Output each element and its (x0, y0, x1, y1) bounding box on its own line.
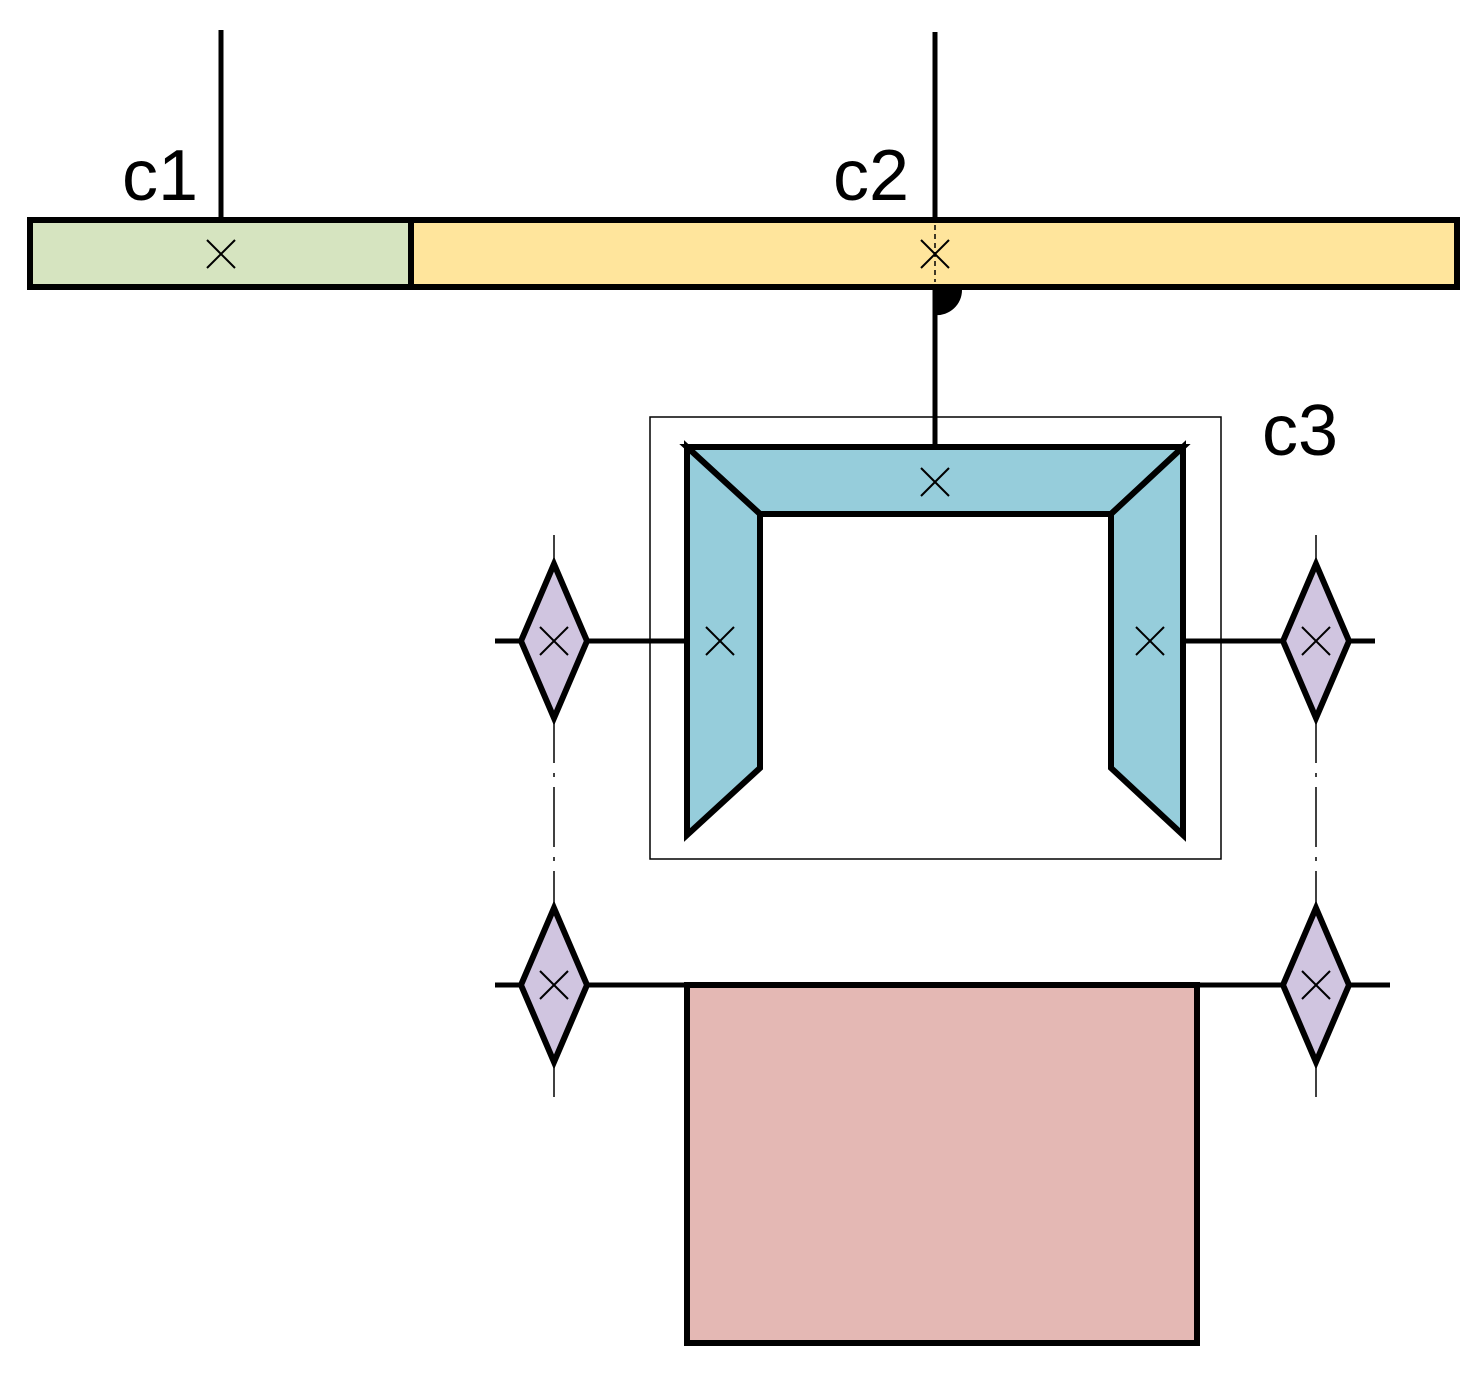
cross-mark-c3-top (920, 467, 950, 497)
frame-c3-top (679, 444, 1191, 517)
frame-c3-left (684, 440, 763, 842)
bottom-block (684, 982, 1200, 1346)
cross-mark-c1 (206, 239, 236, 269)
joint-symbol (935, 290, 963, 316)
cross-mark-c3-right (1135, 626, 1165, 656)
bearing-diamond-upper-left (517, 556, 591, 726)
cross-mark-c3-left (705, 626, 735, 656)
c3-outline-box (649, 416, 1222, 860)
label-c3: c3 (1262, 391, 1338, 471)
frame-c3-right (1108, 440, 1186, 842)
bearing-diamond-lower-right (1279, 900, 1353, 1070)
label-c2: c2 (833, 136, 909, 216)
cross-mark-c2 (920, 225, 950, 282)
bearing-diamond-upper-right (1279, 556, 1353, 726)
label-c1: c1 (122, 136, 198, 216)
bearing-diamond-lower-left (517, 900, 591, 1070)
